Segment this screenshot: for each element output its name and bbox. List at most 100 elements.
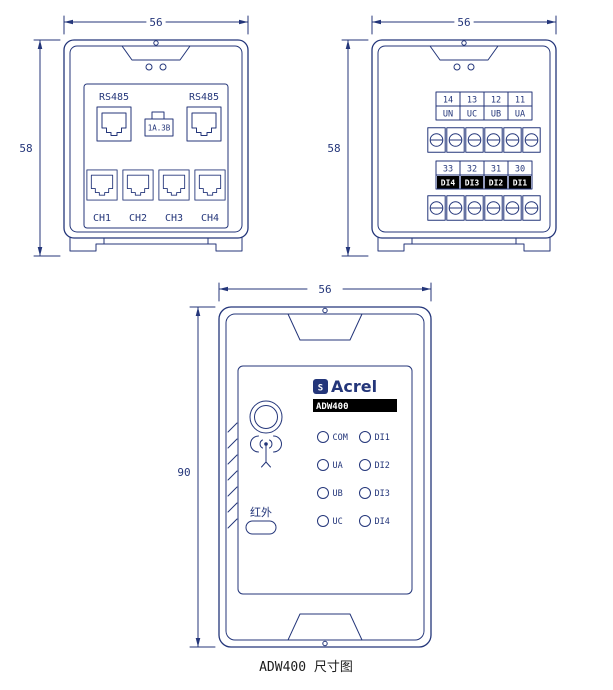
- connector-panel: [83, 83, 229, 229]
- terminal-number: 13: [467, 96, 477, 106]
- terminal-name: UA: [515, 110, 525, 120]
- mounting-hole: [453, 63, 461, 71]
- terminal-number: 33: [443, 165, 453, 175]
- screw-terminal: [503, 195, 522, 221]
- led-label: COM: [333, 433, 348, 443]
- brand-text: Acrel: [331, 377, 377, 396]
- screw-terminal: [484, 127, 503, 153]
- rs485-label-left: RS485: [99, 92, 129, 103]
- antenna-icon: [250, 435, 282, 468]
- front-height-value: 90: [177, 466, 190, 479]
- di-marker-bg: [485, 176, 507, 189]
- terminal-number: 11: [515, 96, 525, 106]
- top-center-hole: [322, 307, 328, 314]
- led-di2: [359, 459, 371, 471]
- drawing-caption: ADW400 尺寸图: [259, 660, 353, 675]
- model-text: ADW400: [316, 402, 349, 412]
- front-height-dimension: 90: [177, 306, 216, 648]
- terminal-name: DI2: [489, 179, 504, 188]
- terminal-height-dimension: 58: [327, 39, 369, 257]
- led-label: DI1: [375, 433, 390, 443]
- lower-terminal-labels: 33 32 31 30 DI4 DI3 DI2 DI1: [435, 160, 533, 190]
- top-notch: [121, 45, 191, 61]
- vent-slits: [227, 422, 238, 529]
- rear-height-dimension: 58: [19, 39, 61, 257]
- front-width-value: 56: [318, 283, 331, 296]
- acrel-logo: S Acrel: [313, 377, 377, 396]
- acrel-logo-glyph: S: [318, 384, 323, 394]
- rear-height-value: 58: [19, 142, 32, 155]
- model-badge: ADW400: [313, 399, 397, 412]
- led-di1: [359, 431, 371, 443]
- terminal-name: UB: [491, 110, 501, 120]
- screw-terminal: [522, 195, 541, 221]
- terminal-width-value: 56: [457, 16, 470, 29]
- led-com: [317, 431, 329, 443]
- front-device-outline: [218, 306, 432, 648]
- led-label: UB: [333, 489, 343, 499]
- wireless-button: [249, 400, 283, 434]
- led-label: UC: [333, 517, 343, 527]
- rear-width-dimension: 56: [63, 15, 249, 35]
- screw-terminal: [522, 127, 541, 153]
- mounting-hole: [159, 63, 167, 71]
- terminal-name: DI1: [513, 179, 528, 188]
- top-center-hole: [153, 40, 159, 46]
- ch4-label: CH4: [201, 213, 219, 224]
- ch1-label: CH1: [93, 213, 111, 224]
- terminal-number: 14: [443, 96, 453, 106]
- top-center-hole: [461, 40, 467, 46]
- screw-terminal: [503, 127, 522, 153]
- led-label: DI3: [375, 489, 390, 499]
- terminal-name: DI3: [465, 179, 480, 188]
- upper-terminal-screws: [427, 127, 541, 153]
- led-indicators: COM DI1 UA DI2 UB DI3 UC DI4: [317, 431, 390, 527]
- led-di3: [359, 487, 371, 499]
- top-notch: [287, 313, 363, 341]
- rear-width-value: 56: [149, 16, 162, 29]
- terminal-view: 56 58 14 13 12 11 UN: [327, 15, 557, 257]
- rear-inner-outline: [69, 45, 243, 233]
- mounting-hole: [145, 63, 153, 71]
- rear-view: 56 58 RS485 RS485 1A.3B: [19, 15, 249, 257]
- screw-terminal: [446, 127, 465, 153]
- front-width-dimension: 56: [218, 282, 432, 302]
- ch3-label: CH3: [165, 213, 183, 224]
- module-label: 1A.3B: [148, 124, 171, 133]
- infrared-area: 红外: [245, 506, 277, 535]
- infrared-label: 红外: [250, 506, 272, 519]
- terminal-number: 30: [515, 165, 525, 175]
- ch4-port: [194, 169, 226, 201]
- front-view: 56 90 S Acrel ADW400: [177, 282, 432, 648]
- rs485-port-right: [186, 106, 222, 142]
- led-label: DI4: [375, 517, 390, 527]
- din-rail-feet: [69, 237, 243, 252]
- ch1-port: [86, 169, 118, 201]
- led-label: UA: [333, 461, 343, 471]
- bottom-notch: [287, 613, 363, 641]
- acrel-logo-icon: [313, 379, 328, 394]
- terminal-number: 12: [491, 96, 501, 106]
- mounting-hole: [467, 63, 475, 71]
- screw-terminal: [427, 127, 446, 153]
- current-module-box: 1A.3B: [144, 111, 174, 137]
- ch2-label: CH2: [129, 213, 147, 224]
- front-inner-outline: [225, 313, 425, 641]
- screw-terminal: [484, 195, 503, 221]
- terminal-name: DI4: [441, 179, 456, 188]
- terminal-height-value: 58: [327, 142, 340, 155]
- top-notch: [429, 45, 499, 61]
- lower-terminal-screws: [427, 195, 541, 221]
- terminal-number: 31: [491, 165, 501, 175]
- di-marker-bg: [461, 176, 483, 189]
- rs485-port-left: [96, 106, 132, 142]
- front-panel: [237, 365, 413, 595]
- screw-terminal: [427, 195, 446, 221]
- din-rail-feet: [377, 237, 551, 252]
- led-ub: [317, 487, 329, 499]
- led-ua: [317, 459, 329, 471]
- terminal-inner-outline: [377, 45, 551, 233]
- led-uc: [317, 515, 329, 527]
